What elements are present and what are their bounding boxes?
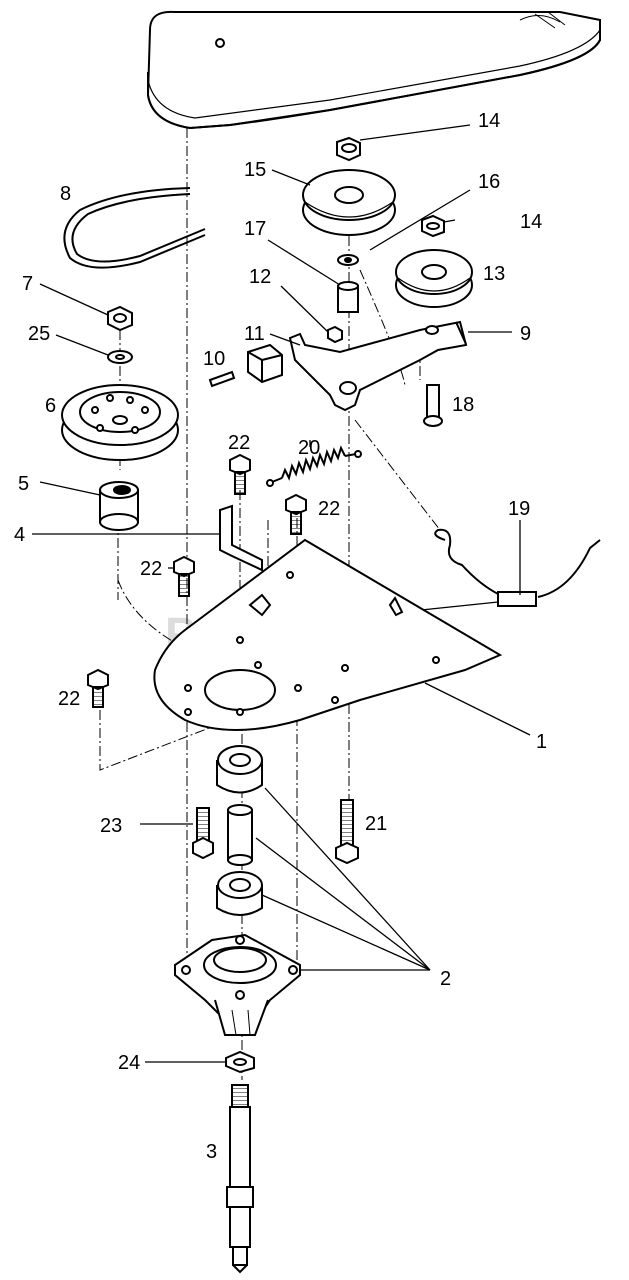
callout-labels: 14 15 16 8 14 17 13 7 12 9 25 11 10 18 6… bbox=[14, 110, 547, 1163]
screw-10 bbox=[208, 370, 236, 388]
callout-24: 24 bbox=[118, 1052, 140, 1074]
spring-20 bbox=[266, 445, 362, 487]
cable-19 bbox=[401, 528, 601, 613]
callout-6: 6 bbox=[45, 395, 56, 417]
callout-21: 21 bbox=[365, 813, 387, 835]
nut-24 bbox=[225, 1050, 255, 1074]
bolt-21 bbox=[335, 799, 359, 865]
mounting-plate-1 bbox=[153, 538, 503, 731]
bolt-22-b bbox=[285, 493, 307, 535]
callout-18: 18 bbox=[452, 394, 474, 416]
callout-14-top: 14 bbox=[478, 110, 500, 132]
idler-pulley-13 bbox=[395, 249, 473, 308]
callout-23: 23 bbox=[100, 815, 122, 837]
bearing-upper bbox=[216, 745, 263, 794]
callout-8: 8 bbox=[60, 183, 71, 205]
callout-12: 12 bbox=[249, 266, 271, 288]
callout-7: 7 bbox=[22, 273, 33, 295]
callout-20: 20 bbox=[298, 437, 320, 459]
nut-7 bbox=[107, 305, 133, 332]
spacer-17 bbox=[337, 281, 359, 313]
callout-10: 10 bbox=[203, 348, 225, 370]
bolt-22-d bbox=[87, 668, 109, 708]
deck-housing bbox=[146, 10, 601, 130]
idler-arm-9 bbox=[288, 320, 468, 412]
spacer-5 bbox=[99, 481, 139, 531]
callout-25: 25 bbox=[28, 323, 50, 345]
callout-22-a: 22 bbox=[228, 432, 250, 454]
callout-2: 2 bbox=[440, 968, 451, 990]
callout-9: 9 bbox=[520, 323, 531, 345]
bolt-23 bbox=[192, 807, 214, 860]
callout-13: 13 bbox=[483, 263, 505, 285]
callout-11: 11 bbox=[244, 323, 265, 345]
callout-4: 4 bbox=[14, 524, 25, 546]
bolt-18 bbox=[423, 384, 443, 427]
callout-22-b: 22 bbox=[318, 498, 340, 520]
bearing-lower bbox=[216, 871, 263, 916]
bearing-spacer bbox=[227, 804, 253, 866]
callout-16: 16 bbox=[478, 171, 500, 193]
bracket-4 bbox=[219, 504, 263, 572]
nut-14-right bbox=[421, 214, 445, 238]
callout-19: 19 bbox=[508, 498, 530, 520]
bolt-22-a bbox=[229, 453, 251, 495]
idler-pulley-15 bbox=[302, 169, 396, 236]
spindle-shaft-3 bbox=[226, 1084, 254, 1274]
callout-22-d: 22 bbox=[58, 688, 80, 710]
callout-17: 17 bbox=[244, 218, 266, 240]
callout-15: 15 bbox=[244, 159, 266, 181]
callout-22-c: 22 bbox=[140, 558, 162, 580]
drive-pulley-6 bbox=[61, 384, 179, 461]
callout-5: 5 bbox=[18, 473, 29, 495]
callout-3: 3 bbox=[206, 1141, 217, 1163]
leader-lines bbox=[32, 124, 531, 1063]
belt bbox=[63, 187, 206, 269]
spindle-housing bbox=[174, 933, 301, 1036]
block-11 bbox=[247, 343, 283, 384]
callout-1: 1 bbox=[536, 731, 547, 753]
callout-14-right: 14 bbox=[520, 211, 542, 233]
nut-12 bbox=[327, 325, 343, 344]
nut-14-top bbox=[336, 136, 361, 162]
washer-16 bbox=[337, 254, 359, 266]
bolt-22-c bbox=[173, 555, 195, 597]
washer-25 bbox=[107, 350, 133, 364]
